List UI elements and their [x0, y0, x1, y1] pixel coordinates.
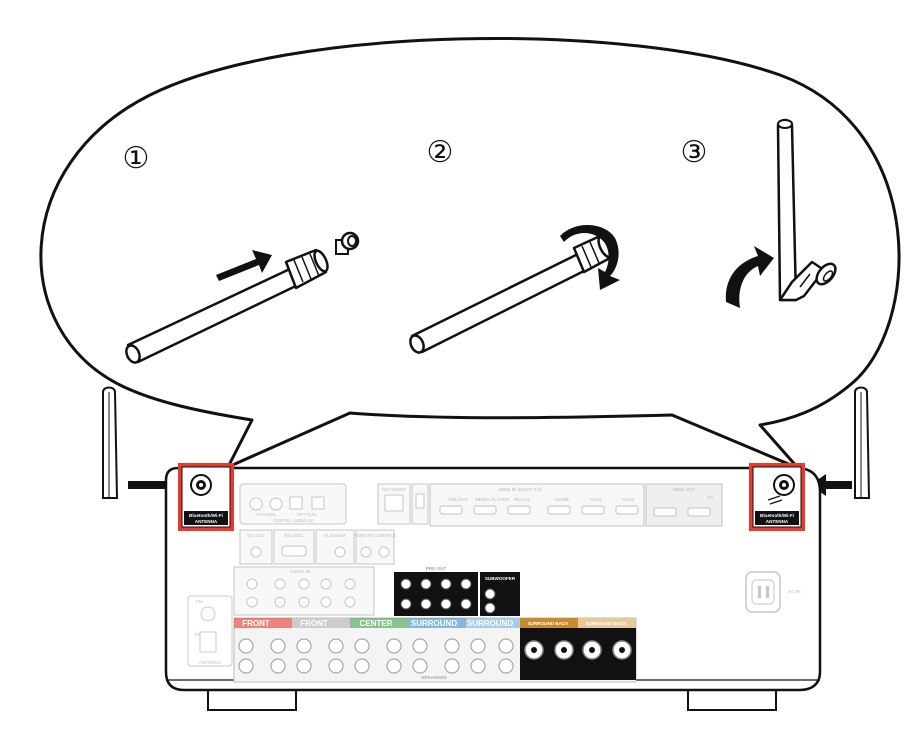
flasher-label: FLASHER — [324, 533, 346, 538]
rs232c-label: RS-232C — [285, 533, 305, 538]
fm-am-antenna-section: FM AM ANTENNA — [187, 595, 233, 667]
bluetooth-wifi-symbol-icon — [767, 495, 783, 505]
step-3-illustration — [725, 118, 837, 308]
left-antenna-label-line1: Bluetooth/Wi-Fi — [189, 513, 223, 518]
hdmi-input-label: CBL/SAT — [448, 497, 468, 502]
ac-inlet: AC IN — [745, 571, 801, 613]
speaker-group-label: SURROUND BACK — [527, 621, 569, 626]
step-1-illustration — [125, 231, 360, 364]
raise-arrow-icon — [725, 246, 774, 308]
right-antenna-label-line2: ANTENNA — [766, 519, 789, 524]
right-antenna-terminal[interactable]: Bluetooth/Wi-Fi ANTENNA — [749, 463, 805, 531]
hdmi-out-label: HDMI OUT — [673, 487, 696, 492]
antenna-upright-icon — [776, 118, 837, 302]
ac-in-label: AC IN — [788, 589, 801, 594]
step-2-illustration — [409, 224, 620, 354]
dc-out-label: DC OUT — [247, 533, 265, 538]
antenna-section-label: ANTENNA — [199, 660, 222, 665]
audio-in-section: AUDIO IN — [233, 566, 375, 616]
right-antenna-label-line1: Bluetooth/Wi-Fi — [760, 513, 794, 518]
step-1-number: ① — [123, 142, 150, 175]
speaker-terminals-section: FRONT FRONT CENTER SURROUND SURROUND SUR… — [233, 617, 637, 683]
am-label: AM — [194, 632, 201, 637]
hdmi-input-label: GAME — [555, 497, 569, 502]
speaker-group-label: FRONT — [242, 619, 270, 628]
speaker-group-label: FRONT — [300, 619, 328, 628]
left-antenna-terminal[interactable]: Bluetooth/Wi-Fi ANTENNA — [178, 463, 234, 531]
optical-label: OPTICAL — [297, 512, 317, 517]
remote-control-label: REMOTE CONTROL — [353, 533, 397, 538]
hdmi-input-label: AUX1 — [590, 497, 603, 502]
antenna-connector-icon — [335, 231, 360, 255]
right-side-antenna-icon — [854, 386, 871, 499]
pre-out-section: PRE OUT SUBWOOFER — [394, 566, 520, 616]
digital-audio-in-section: COAXIAL OPTICAL DIGITAL AUDIO IN — [239, 483, 347, 525]
hdmi-in-section: HDMI IN (HDCP 2.3) CBL/SAT MEDIA PLAYER … — [429, 483, 645, 527]
speaker-group-label: CENTER — [360, 619, 393, 628]
pre-out-label: PRE OUT — [426, 566, 447, 571]
step-2-number: ② — [427, 136, 454, 169]
audio-in-label: AUDIO IN — [290, 569, 311, 574]
antenna-rod-icon — [125, 248, 329, 364]
speaker-group-label: SURROUND BACK — [585, 621, 627, 626]
hdmi-input-label: AUX2 — [622, 497, 635, 502]
hdmi-input-label: MEDIA PLAYER — [475, 497, 510, 502]
speaker-group-label: SURROUND — [467, 619, 513, 628]
left-side-antenna-icon — [102, 386, 119, 499]
push-arrow-icon — [216, 250, 272, 281]
step-3-number: ③ — [681, 136, 708, 169]
network-section: NETWORK — [377, 483, 429, 525]
speaker-group-label: SURROUND — [411, 619, 457, 628]
tv-label: TV — [707, 495, 714, 500]
receiver-rear-panel: Bluetooth/Wi-Fi ANTENNA Bluetooth/Wi-Fi … — [164, 463, 822, 711]
control-section: DC OUT RS-232C FLASHER REMOTE CONTROL — [239, 529, 397, 565]
left-antenna-label-line2: ANTENNA — [195, 519, 218, 524]
fm-label: FM — [196, 599, 203, 604]
speakers-label: SPEAKERS — [421, 675, 446, 680]
network-label: NETWORK — [382, 487, 406, 492]
digital-audio-in-label: DIGITAL AUDIO IN — [273, 518, 313, 523]
hdmi-in-label: HDMI IN (HDCP 2.3) — [499, 487, 542, 492]
subwoofer-label: SUBWOOFER — [485, 576, 516, 581]
hdmi-out-section: HDMI OUT TV — [645, 483, 723, 527]
hdmi-input-label: Blu-ray — [514, 497, 530, 502]
rotate-arrow-icon — [560, 224, 620, 290]
coaxial-label: COAXIAL — [256, 512, 277, 517]
callout-bubble — [39, 36, 901, 470]
